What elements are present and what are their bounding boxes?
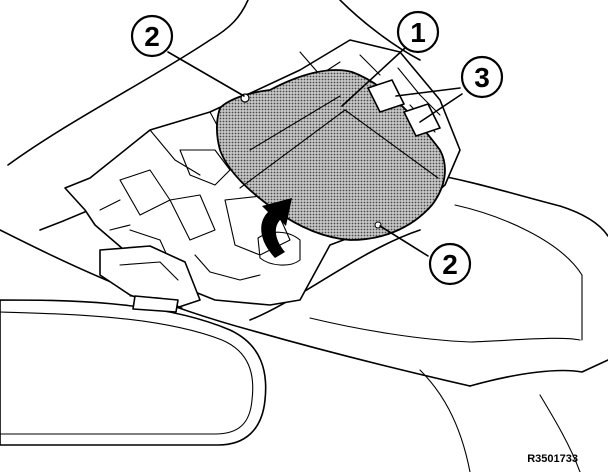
callout-label: 2	[144, 21, 160, 52]
callout-circle	[130, 14, 174, 58]
callout-group: 1 2 3 2	[130, 10, 504, 286]
leader-lines	[167, 47, 463, 257]
light-lens-item-1	[216, 69, 446, 241]
reference-code: R3501733	[527, 453, 578, 465]
callout-label: 2	[442, 249, 458, 280]
removal-arrow-icon	[261, 198, 292, 258]
callout-circle	[428, 242, 472, 286]
clip-notch	[374, 221, 382, 229]
callout-label: 3	[474, 62, 490, 93]
callout-label: 1	[410, 17, 426, 48]
rear-view-mirror	[0, 245, 267, 446]
callout-circle	[460, 55, 504, 99]
callout-circle	[396, 10, 440, 54]
